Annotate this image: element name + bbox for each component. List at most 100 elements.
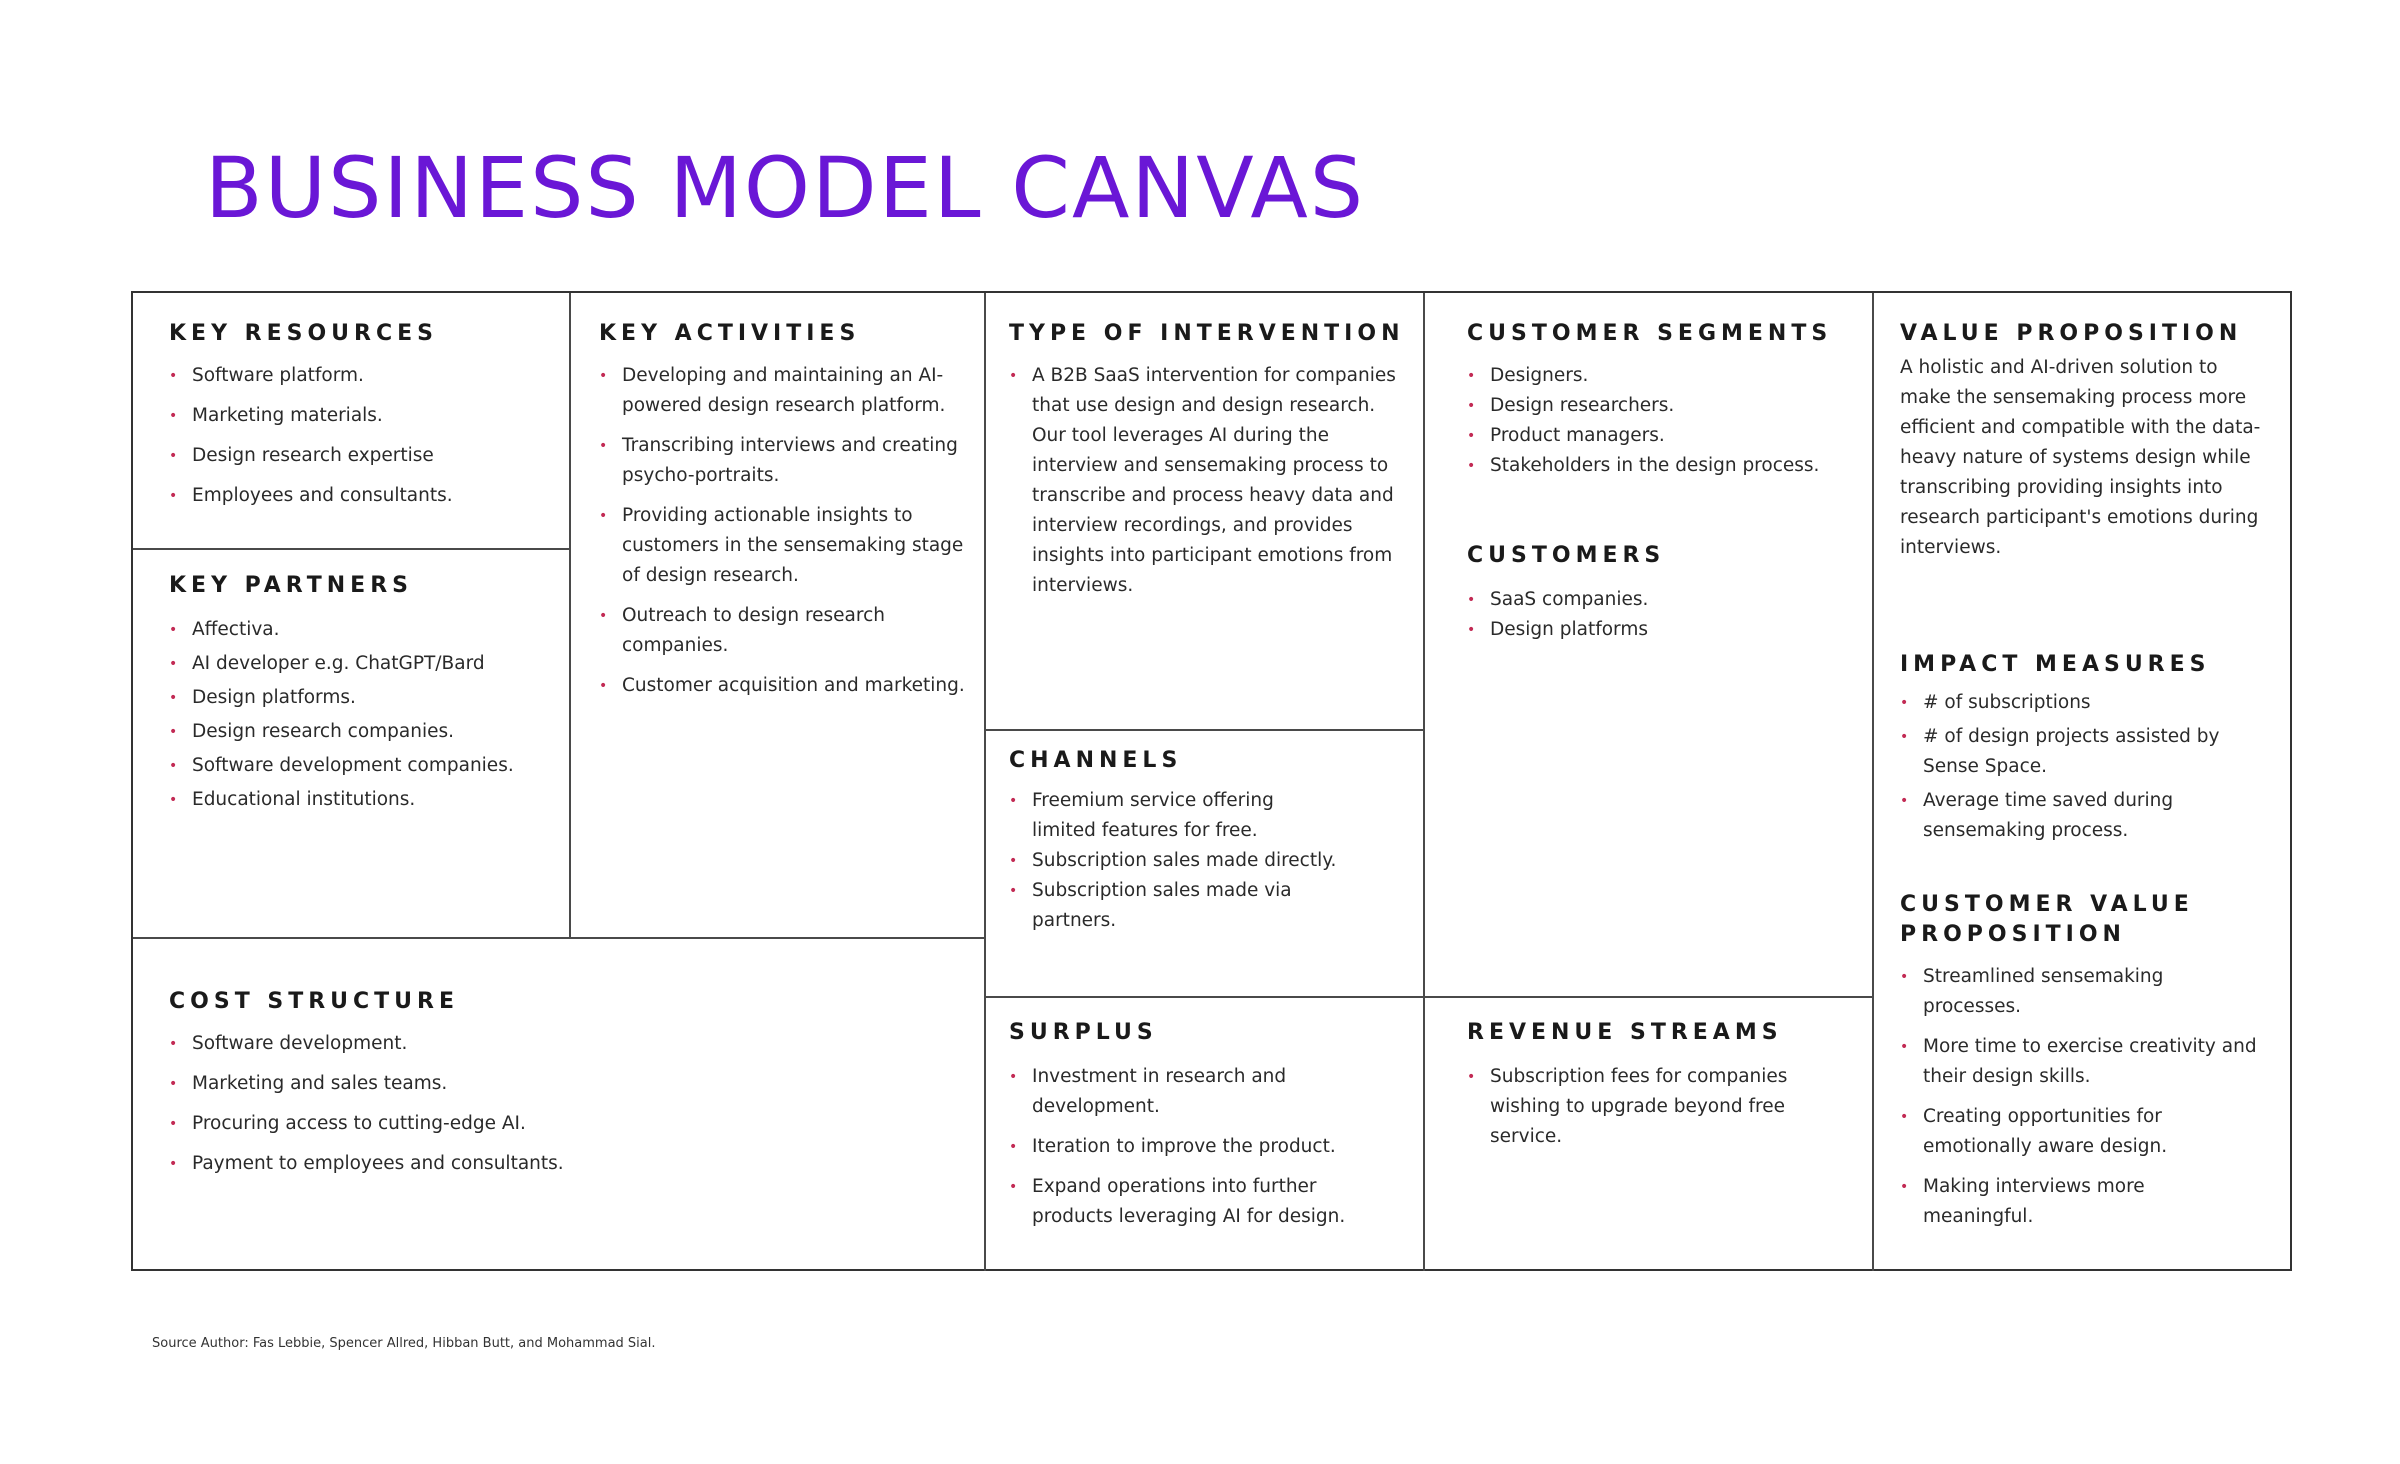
section-heading: CUSTOMERS bbox=[1467, 543, 1666, 568]
bullet-dot-icon: • bbox=[169, 448, 178, 464]
bullet-dot-icon: • bbox=[169, 656, 178, 672]
bullet-dot-icon: • bbox=[1900, 695, 1909, 711]
bullet-dot-icon: • bbox=[1009, 1069, 1018, 1085]
list-item: •Educational institutions. bbox=[169, 785, 559, 815]
bullet-dot-icon: • bbox=[1467, 458, 1476, 474]
customer-value-proposition-section: CUSTOMER VALUE PROPOSITION •Streamlined … bbox=[1900, 890, 2260, 1242]
section-heading: CUSTOMER SEGMENTS bbox=[1467, 321, 1833, 346]
bullet-dot-icon: • bbox=[1900, 729, 1909, 745]
key-activities-section: KEY ACTIVITIES •Developing and maintaini… bbox=[599, 319, 974, 711]
bullet-dot-icon: • bbox=[599, 438, 608, 454]
list-item: •Marketing materials. bbox=[169, 401, 559, 431]
bullet-dot-icon: • bbox=[1900, 1039, 1909, 1055]
list-item: •A B2B SaaS intervention for companies t… bbox=[1009, 361, 1409, 601]
divider bbox=[569, 293, 571, 939]
bullet-dot-icon: • bbox=[599, 608, 608, 624]
bullet-dot-icon: • bbox=[169, 368, 178, 384]
list-item: •Customer acquisition and marketing. bbox=[599, 671, 974, 701]
section-heading: KEY PARTNERS bbox=[169, 573, 413, 598]
surplus-list: •Investment in research and development.… bbox=[1009, 1062, 1399, 1232]
value-proposition-section: VALUE PROPOSITION A holistic and AI-driv… bbox=[1900, 319, 2270, 563]
value-proposition-text: A holistic and AI-driven solution to mak… bbox=[1900, 357, 2261, 558]
list-item: •Providing actionable insights to custom… bbox=[599, 501, 974, 591]
type-of-intervention-list: •A B2B SaaS intervention for companies t… bbox=[1009, 361, 1409, 601]
revenue-streams-section: REVENUE STREAMS •Subscription fees for c… bbox=[1467, 1018, 1807, 1152]
divider bbox=[984, 729, 1423, 731]
key-partners-list: •Affectiva. •AI developer e.g. ChatGPT/B… bbox=[169, 615, 559, 815]
list-item: •AI developer e.g. ChatGPT/Bard bbox=[169, 649, 559, 679]
list-item: •Design research expertise bbox=[169, 441, 559, 471]
revenue-streams-list: •Subscription fees for companies wishing… bbox=[1467, 1062, 1807, 1152]
impact-measures-section: IMPACT MEASURES •# of subscriptions •# o… bbox=[1900, 650, 2270, 850]
list-item: •Affectiva. bbox=[169, 615, 559, 645]
list-item: •Average time saved during sensemaking p… bbox=[1900, 786, 2270, 846]
divider bbox=[1423, 293, 1425, 1271]
list-item: •Design researchers. bbox=[1467, 391, 1867, 421]
bullet-dot-icon: • bbox=[1009, 793, 1018, 809]
list-item: •Creating opportunities for emotionally … bbox=[1900, 1102, 2260, 1162]
bullet-dot-icon: • bbox=[169, 758, 178, 774]
divider bbox=[984, 996, 1872, 998]
bullet-dot-icon: • bbox=[169, 1156, 178, 1172]
list-item: •Subscription sales made via partners. bbox=[1009, 876, 1339, 936]
bullet-dot-icon: • bbox=[599, 508, 608, 524]
list-item: •SaaS companies. bbox=[1467, 585, 1867, 615]
section-heading: COST STRUCTURE bbox=[169, 989, 459, 1014]
list-item: •# of subscriptions bbox=[1900, 688, 2270, 718]
bullet-dot-icon: • bbox=[1467, 428, 1476, 444]
key-partners-section: KEY PARTNERS •Affectiva. •AI developer e… bbox=[169, 571, 559, 819]
list-item: •# of design projects assisted by Sense … bbox=[1900, 722, 2270, 782]
bullet-dot-icon: • bbox=[169, 1076, 178, 1092]
section-heading: KEY ACTIVITIES bbox=[599, 321, 861, 346]
section-heading: CHANNELS bbox=[1009, 748, 1183, 773]
list-item: •Freemium service offering limited featu… bbox=[1009, 786, 1339, 846]
key-resources-list: •Software platform. •Marketing materials… bbox=[169, 361, 559, 511]
bullet-dot-icon: • bbox=[169, 792, 178, 808]
list-item: •Investment in research and development. bbox=[1009, 1062, 1399, 1122]
bullet-dot-icon: • bbox=[1900, 969, 1909, 985]
type-of-intervention-section: TYPE OF INTERVENTION •A B2B SaaS interve… bbox=[1009, 319, 1409, 601]
list-item: •Marketing and sales teams. bbox=[169, 1069, 949, 1099]
divider bbox=[984, 293, 986, 1271]
list-item: •Developing and maintaining an AI-powere… bbox=[599, 361, 974, 421]
bullet-dot-icon: • bbox=[169, 724, 178, 740]
bullet-dot-icon: • bbox=[1009, 1139, 1018, 1155]
customers-section: CUSTOMERS •SaaS companies. •Design platf… bbox=[1467, 541, 1867, 645]
section-heading: SURPLUS bbox=[1009, 1020, 1158, 1045]
page-title: BUSINESS MODEL CANVAS bbox=[205, 139, 1366, 237]
section-heading: VALUE PROPOSITION bbox=[1900, 321, 2243, 346]
bullet-dot-icon: • bbox=[1900, 1109, 1909, 1125]
channels-list: •Freemium service offering limited featu… bbox=[1009, 786, 1339, 936]
bullet-dot-icon: • bbox=[1467, 622, 1476, 638]
list-item: •Subscription sales made directly. bbox=[1009, 846, 1339, 876]
list-item: •Outreach to design research companies. bbox=[599, 601, 974, 661]
divider bbox=[133, 548, 569, 550]
list-item: •Payment to employees and consultants. bbox=[169, 1149, 949, 1179]
customer-segments-section: CUSTOMER SEGMENTS •Designers. •Design re… bbox=[1467, 319, 1867, 481]
list-item: •Expand operations into further products… bbox=[1009, 1172, 1399, 1232]
list-item: •Design platforms. bbox=[169, 683, 559, 713]
customer-segments-list: •Designers. •Design researchers. •Produc… bbox=[1467, 361, 1867, 481]
list-item: •Procuring access to cutting-edge AI. bbox=[169, 1109, 949, 1139]
bullet-dot-icon: • bbox=[1467, 368, 1476, 384]
list-item: •Iteration to improve the product. bbox=[1009, 1132, 1399, 1162]
bullet-dot-icon: • bbox=[1467, 1069, 1476, 1085]
key-resources-section: KEY RESOURCES •Software platform. •Marke… bbox=[169, 319, 559, 521]
section-heading: REVENUE STREAMS bbox=[1467, 1020, 1783, 1045]
source-credit: Source Author: Fas Lebbie, Spencer Allre… bbox=[152, 1336, 656, 1351]
customer-value-proposition-list: •Streamlined sensemaking processes. •Mor… bbox=[1900, 962, 2260, 1232]
list-item: •Streamlined sensemaking processes. bbox=[1900, 962, 2260, 1022]
list-item: •Design platforms bbox=[1467, 615, 1867, 645]
cost-structure-list: •Software development. •Marketing and sa… bbox=[169, 1029, 949, 1179]
list-item: •Subscription fees for companies wishing… bbox=[1467, 1062, 1807, 1152]
divider bbox=[133, 937, 984, 939]
key-activities-list: •Developing and maintaining an AI-powere… bbox=[599, 361, 974, 701]
list-item: •Design research companies. bbox=[169, 717, 559, 747]
section-heading: CUSTOMER VALUE PROPOSITION bbox=[1900, 892, 2194, 947]
bullet-dot-icon: • bbox=[169, 690, 178, 706]
business-model-canvas: KEY RESOURCES •Software platform. •Marke… bbox=[131, 291, 2292, 1271]
customers-list: •SaaS companies. •Design platforms bbox=[1467, 585, 1867, 645]
list-item: •Employees and consultants. bbox=[169, 481, 559, 511]
bullet-dot-icon: • bbox=[599, 678, 608, 694]
bullet-dot-icon: • bbox=[169, 1036, 178, 1052]
